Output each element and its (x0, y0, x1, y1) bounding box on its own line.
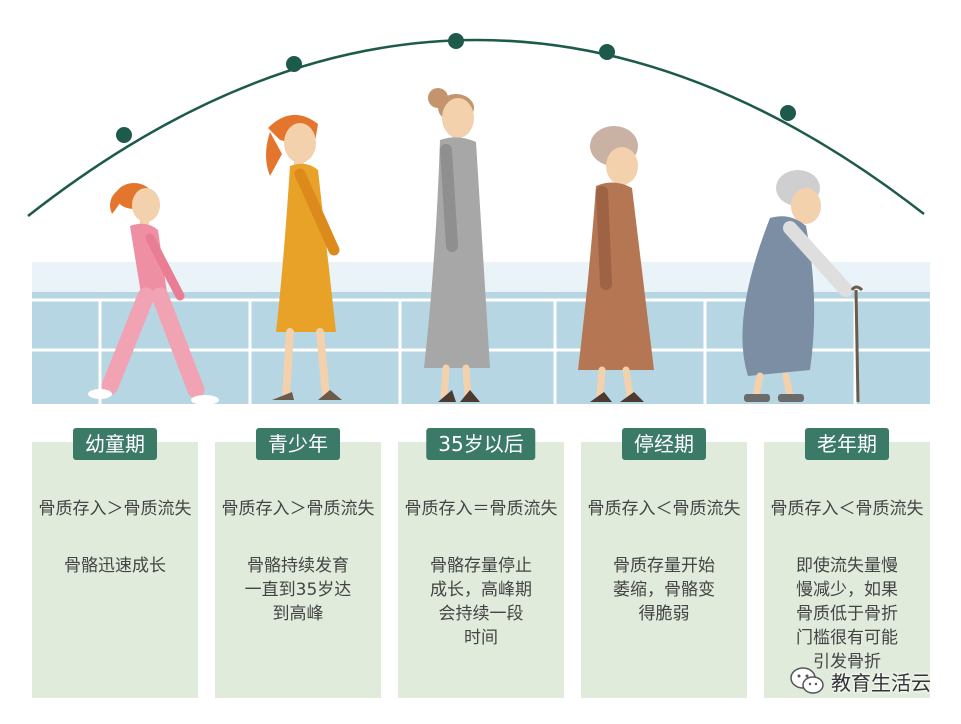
arc-point-3 (448, 33, 464, 49)
child-figure (88, 183, 219, 405)
teen-figure (266, 114, 342, 400)
stage-card-after-35: 35岁以后 骨质存入＝骨质流失 骨骼存量停止 成长，高峰期 会持续一段 时间 (398, 428, 564, 698)
adult-figure (424, 88, 490, 402)
bone-mass-arc (27, 38, 925, 217)
stage-description: 骨质存量开始 萎缩，骨骼变 得脆弱 (613, 556, 715, 624)
stage-title: 停经期 (622, 428, 706, 460)
stage-title: 青少年 (256, 428, 340, 460)
stage-comparison: 骨质存入＞骨质流失 (221, 499, 375, 519)
stage-card-old-age: 老年期 骨质存入＜骨质流失 即使流失量慢 慢减少，如果 骨质低于骨折 门槛很有可… (764, 428, 930, 698)
stage-title: 老年期 (805, 428, 889, 460)
stage-description: 即使流失量慢 慢减少，如果 骨质低于骨折 门槛很有可能 引发骨折 (796, 556, 898, 672)
stage-comparison: 骨质存入＝骨质流失 (404, 499, 558, 519)
stage-description: 骨骼迅速成长 (64, 556, 166, 576)
stage-comparison: 骨质存入＜骨质流失 (587, 499, 741, 519)
stage-comparison: 骨质存入＜骨质流失 (770, 499, 924, 519)
stage-comparison: 骨质存入＞骨质流失 (38, 499, 192, 519)
middle-aged-figure (578, 126, 654, 402)
arc-point-5 (780, 105, 796, 121)
watermark: 教育生活云 (789, 666, 931, 696)
arc-point-2 (286, 56, 302, 72)
arc-point-1 (116, 127, 132, 143)
stage-description: 骨骼存量停止 成长，高峰期 会持续一段 时间 (430, 556, 532, 648)
stage-card-adolescence: 青少年 骨质存入＞骨质流失 骨骼持续发育 一直到35岁达 到高峰 (215, 428, 381, 698)
stage-card-childhood: 幼童期 骨质存入＞骨质流失 骨骼迅速成长 (32, 428, 198, 698)
elderly-figure (742, 170, 864, 403)
stage-card-menopause: 停经期 骨质存入＜骨质流失 骨质存量开始 萎缩，骨骼变 得脆弱 (581, 428, 747, 698)
arc-point-4 (599, 44, 615, 60)
stage-title: 35岁以后 (426, 428, 536, 460)
stage-title: 幼童期 (73, 428, 157, 460)
stage-description: 骨骼持续发育 一直到35岁达 到高峰 (244, 556, 352, 624)
wechat-icon (790, 667, 824, 694)
watermark-text: 教育生活云 (831, 670, 931, 695)
